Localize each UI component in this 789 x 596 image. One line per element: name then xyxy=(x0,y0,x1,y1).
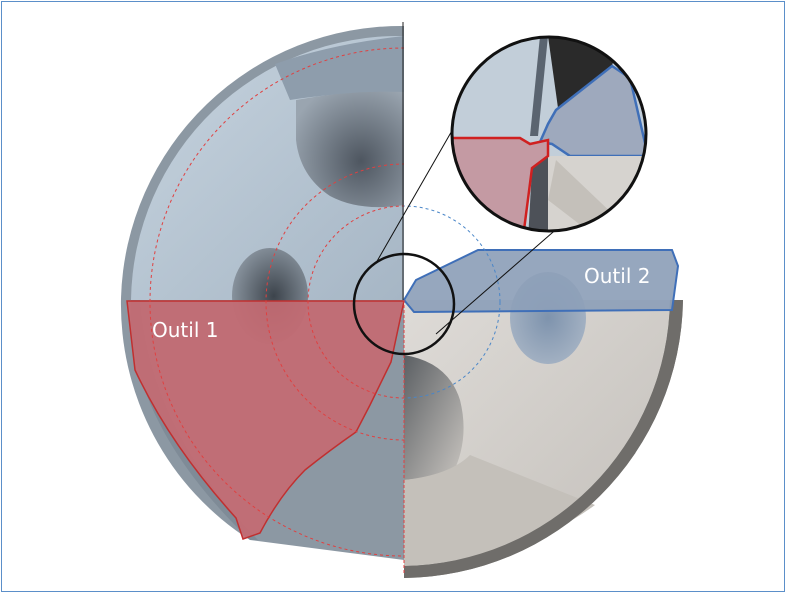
tool-2-shape xyxy=(402,249,680,314)
drill-body-right xyxy=(404,300,683,578)
tool-1-label: Outil 1 xyxy=(152,318,218,342)
zoom-lens-circle xyxy=(450,35,648,233)
zoom-connector-lower xyxy=(435,225,561,335)
construction-circles-right xyxy=(404,205,501,399)
zoom-source-circle xyxy=(352,252,456,356)
construction-circles-left xyxy=(149,47,404,557)
tool-2-label: Outil 2 xyxy=(584,264,650,288)
